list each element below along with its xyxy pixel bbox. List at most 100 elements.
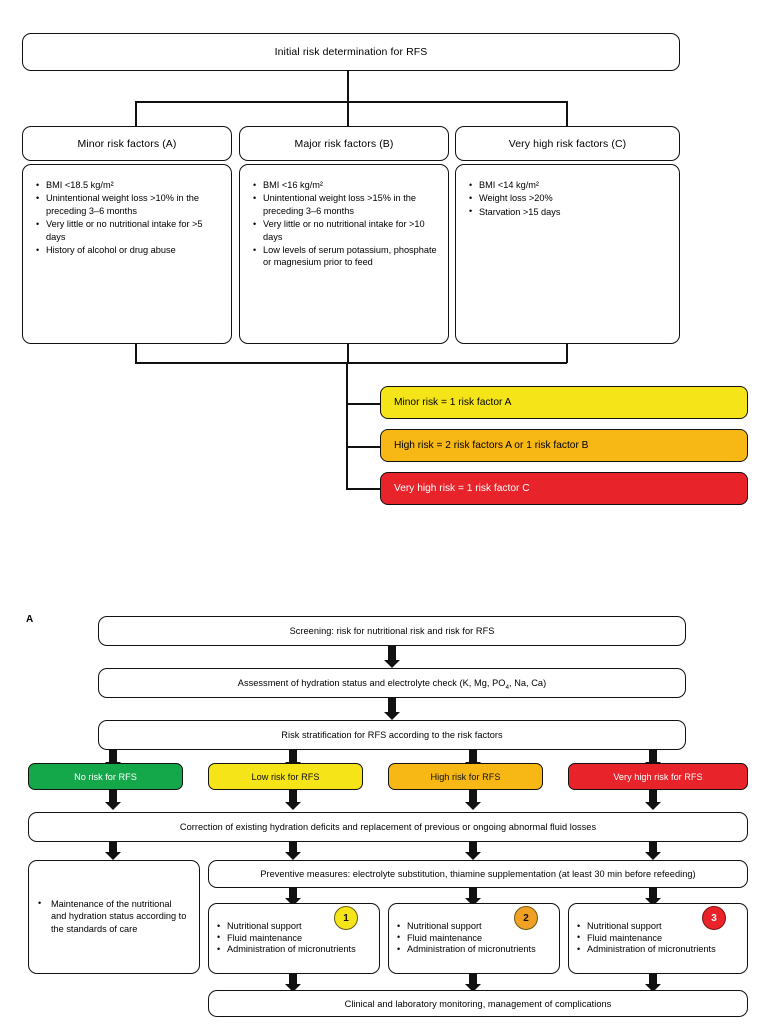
arrow-preventive-to-support-1: [285, 888, 301, 906]
monitoring-box: Clinical and laboratory monitoring, mana…: [208, 990, 748, 1017]
list-item: BMI <16 kg/m²: [252, 178, 438, 191]
result-bar-high-risk: High risk = 2 risk factors A or 1 risk f…: [380, 429, 748, 462]
minor-risk-factors-header: Minor risk factors (A): [22, 126, 232, 161]
arrow-support-2-to-monitoring: [465, 974, 481, 992]
list-item: Nutritional support: [216, 921, 356, 933]
list-item: Administration of micronutrients: [576, 944, 716, 956]
list-item: Administration of micronutrients: [396, 944, 536, 956]
preventive-measures-box: Preventive measures: electrolyte substit…: [208, 860, 748, 888]
correction-box: Correction of existing hydration deficit…: [28, 812, 748, 842]
result-bar-very-high-risk-label: Very high risk = 1 risk factor C: [394, 483, 530, 494]
stratification-box: Risk stratification for RFS according to…: [98, 720, 686, 750]
arrow-high-risk-to-correction: [465, 790, 481, 810]
risk-chip-very-high-risk-label: Very high risk for RFS: [613, 771, 703, 782]
connector-branch-high: [346, 446, 380, 448]
assessment-subscript: 4: [505, 683, 509, 691]
arrow-correction-to-preventive-1: [285, 842, 301, 860]
risk-chip-no-risk-label: No risk for RFS: [74, 771, 137, 782]
connector-up-col1: [135, 344, 137, 363]
support-badge-2: 2: [514, 906, 538, 930]
list-item: Administration of micronutrients: [216, 944, 356, 956]
list-item: Unintentional weight loss >10% in the pr…: [35, 192, 221, 217]
support-badge-1-label: 1: [343, 912, 349, 924]
list-item: Very little or no nutritional intake for…: [35, 218, 221, 243]
support-badge-3: 3: [702, 906, 726, 930]
result-bar-minor-risk: Minor risk = 1 risk factor A: [380, 386, 748, 419]
support-box-3-list: Nutritional support Fluid maintenance Ad…: [576, 921, 716, 956]
arrow-screening-to-assessment: [384, 646, 400, 668]
stratification-label: Risk stratification for RFS according to…: [281, 730, 503, 740]
connector-drop-col1: [135, 101, 137, 126]
arrow-no-risk-to-correction: [105, 790, 121, 810]
arrow-correction-to-preventive-2: [465, 842, 481, 860]
arrow-correction-to-preventive-3: [645, 842, 661, 860]
result-bar-high-risk-label: High risk = 2 risk factors A or 1 risk f…: [394, 440, 589, 451]
list-item: Fluid maintenance: [396, 932, 536, 945]
initial-risk-determination-box: Initial risk determination for RFS: [22, 33, 680, 71]
list-item: BMI <18.5 kg/m²: [35, 178, 221, 191]
arrow-low-risk-to-correction: [285, 790, 301, 810]
very-high-risk-factors-list: BMI <14 kg/m² Weight loss >20% Starvatio…: [468, 178, 560, 219]
connector-up-col2: [347, 344, 349, 363]
list-item: Fluid maintenance: [576, 932, 716, 945]
minor-risk-factors-label: Minor risk factors (A): [77, 137, 177, 150]
assessment-box: Assessment of hydration status and elect…: [98, 668, 686, 698]
major-risk-factors-header: Major risk factors (B): [239, 126, 449, 161]
arrow-preventive-to-support-3: [645, 888, 661, 906]
arrow-assessment-to-stratification: [384, 698, 400, 720]
maintenance-box: Maintenance of the nutritional and hydra…: [28, 860, 200, 974]
very-high-risk-factors-body: BMI <14 kg/m² Weight loss >20% Starvatio…: [455, 164, 680, 344]
list-item: Nutritional support: [576, 921, 716, 933]
connector-branch-veryhigh: [346, 488, 380, 490]
connector-up-col3: [566, 344, 568, 363]
maintenance-list: Maintenance of the nutritional and hydra…: [37, 897, 189, 936]
risk-chip-very-high-risk: Very high risk for RFS: [568, 763, 748, 790]
list-item: Fluid maintenance: [216, 932, 356, 945]
list-item: Nutritional support: [396, 921, 536, 933]
very-high-risk-factors-header: Very high risk factors (C): [455, 126, 680, 161]
list-item: History of alcohol or drug abuse: [35, 244, 221, 257]
very-high-risk-factors-label: Very high risk factors (C): [508, 137, 627, 150]
list-item: Starvation >15 days: [468, 205, 560, 218]
support-badge-3-label: 3: [711, 912, 717, 924]
screening-box: Screening: risk for nutritional risk and…: [98, 616, 686, 646]
screening-label: Screening: risk for nutritional risk and…: [289, 626, 495, 636]
connector-branch-minor: [346, 403, 380, 405]
connector-root-stem: [347, 71, 349, 102]
arrow-support-3-to-monitoring: [645, 974, 661, 992]
risk-chip-high-risk: High risk for RFS: [388, 763, 543, 790]
monitoring-label: Clinical and laboratory monitoring, mana…: [344, 998, 612, 1009]
support-box-2-list: Nutritional support Fluid maintenance Ad…: [396, 921, 536, 956]
major-risk-factors-label: Major risk factors (B): [294, 137, 394, 150]
risk-chip-no-risk: No risk for RFS: [28, 763, 183, 790]
assessment-label: Assessment of hydration status and elect…: [237, 678, 547, 691]
major-risk-factors-body: BMI <16 kg/m² Unintentional weight loss …: [239, 164, 449, 344]
arrow-preventive-to-support-2: [465, 888, 481, 906]
list-item: Low levels of serum potassium, phosphate…: [252, 244, 438, 269]
list-item: Very little or no nutritional intake for…: [252, 218, 438, 243]
minor-risk-factors-body: BMI <18.5 kg/m² Unintentional weight los…: [22, 164, 232, 344]
list-item: BMI <14 kg/m²: [468, 178, 560, 191]
risk-chip-low-risk-label: Low risk for RFS: [251, 771, 320, 782]
support-badge-1: 1: [334, 906, 358, 930]
risk-chip-high-risk-label: High risk for RFS: [430, 771, 501, 782]
arrow-support-1-to-monitoring: [285, 974, 301, 992]
support-box-3: Nutritional support Fluid maintenance Ad…: [568, 903, 748, 974]
arrow-correction-to-maintenance: [105, 842, 121, 860]
connector-drop-col3: [566, 101, 568, 126]
panel-letter-a: A: [26, 614, 34, 625]
connector-collection-bar: [135, 362, 567, 364]
connector-results-spine: [346, 362, 348, 488]
support-box-1-list: Nutritional support Fluid maintenance Ad…: [216, 921, 356, 956]
connector-drop-col2: [347, 101, 349, 126]
list-item: Weight loss >20%: [468, 192, 560, 205]
major-risk-factors-list: BMI <16 kg/m² Unintentional weight loss …: [252, 178, 438, 270]
arrow-very-high-risk-to-correction: [645, 790, 661, 810]
support-badge-2-label: 2: [523, 912, 529, 924]
initial-risk-determination-label: Initial risk determination for RFS: [274, 46, 428, 58]
risk-chip-low-risk: Low risk for RFS: [208, 763, 363, 790]
correction-label: Correction of existing hydration deficit…: [179, 822, 597, 832]
connector-distribution-bar: [135, 101, 567, 103]
minor-risk-factors-list: BMI <18.5 kg/m² Unintentional weight los…: [35, 178, 221, 257]
support-box-1: Nutritional support Fluid maintenance Ad…: [208, 903, 380, 974]
